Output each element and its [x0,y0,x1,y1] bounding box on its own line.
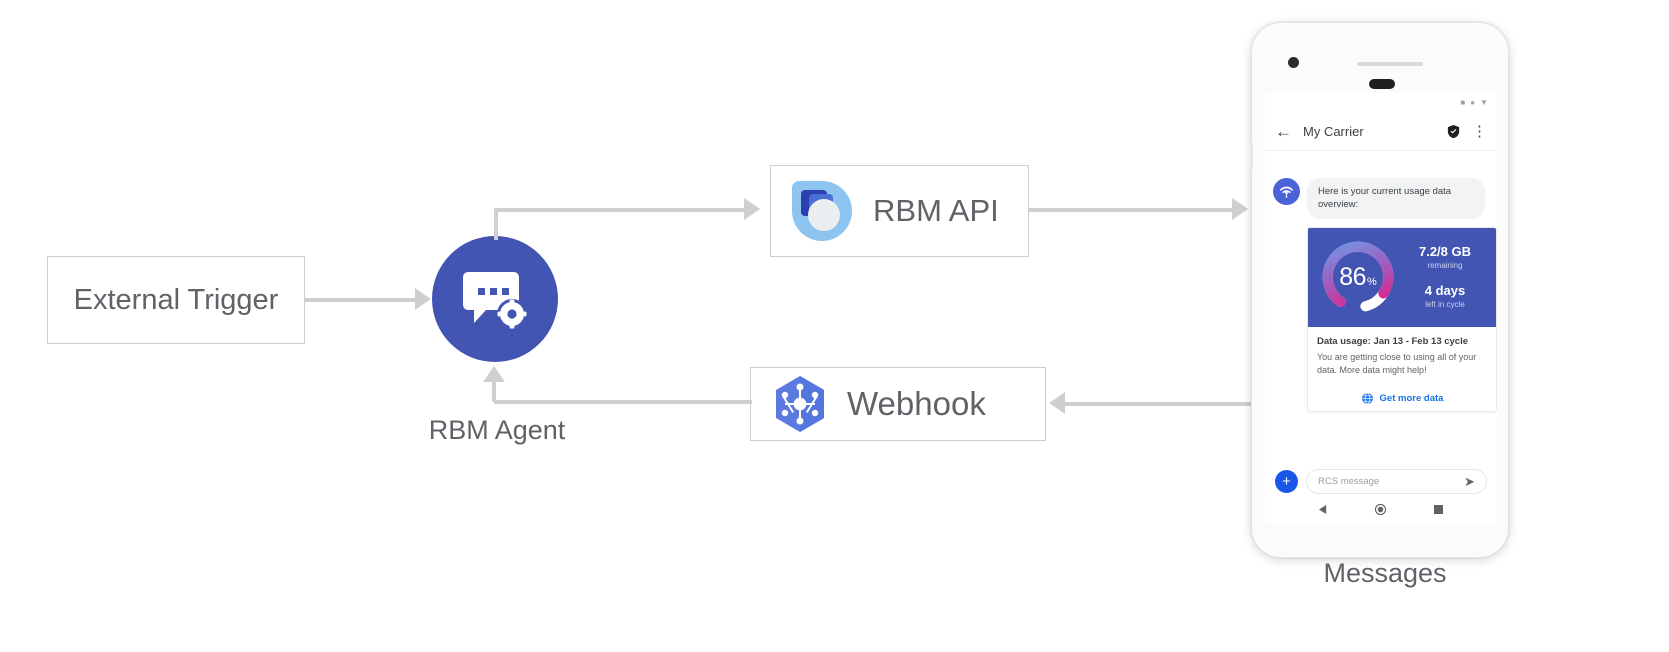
connector-webhook-to-agent [494,400,752,404]
phone-speaker-grill [1357,62,1423,66]
nav-home-circle-icon[interactable] [1375,503,1387,515]
square-icon: ■ [1460,98,1466,107]
arrowhead-api-to-messages [1232,198,1248,220]
messages-caption: Messages [1323,558,1447,588]
rich-card-description: You are getting close to using all of yo… [1317,352,1477,376]
stat-days-caption: left in cycle [1425,299,1465,309]
connector-trigger-to-agent [305,298,417,302]
nav-back-triangle-icon[interactable] [1318,504,1328,514]
status-bar: ■ ● ▼ [1265,93,1497,113]
connector-agent-to-api [494,208,744,212]
gauge-percent-value: 86 [1339,262,1367,291]
send-icon[interactable]: ➤ [1464,473,1475,489]
rbm-agent-caption: RBM Agent [428,415,566,445]
arrowhead-webhook-to-agent [483,366,505,382]
message-composer: + RCS message ➤ [1265,467,1497,495]
gauge-percent: 86 % [1316,235,1400,319]
stat-days-value: 4 days [1424,282,1466,298]
kebab-menu-icon[interactable]: ⋮ [1472,123,1487,140]
rich-card-body: Data usage: Jan 13 - Feb 13 cycle You ar… [1308,327,1496,411]
android-nav-bar [1265,495,1497,523]
gauge-percent-symbol: % [1367,275,1377,288]
nav-recents-square-icon[interactable] [1434,504,1444,514]
usage-gauge: 86 % [1316,235,1400,319]
stat-data-value: 7.2/8 GB [1418,244,1472,260]
webhook-hexagon-icon [776,376,824,432]
message-bubble: Here is your current usage data overview… [1307,178,1485,219]
external-trigger-label: External Trigger [73,283,279,316]
app-bar-title: My Carrier [1303,124,1364,139]
app-bar: ← My Carrier ⋮ [1265,113,1497,151]
rbm-api-icon [792,181,852,241]
get-more-data-button[interactable]: Get more data [1317,385,1487,405]
webhook-label: Webhook [847,385,986,422]
shield-check-icon [1447,124,1460,139]
carrier-signal-icon [1273,178,1300,205]
node-rbm-api[interactable]: RBM API [770,165,1029,257]
stat-data-caption: remaining [1427,260,1463,270]
rich-card[interactable]: 86 % 7.2/8 GB remaining 4 days lef [1307,226,1497,412]
phone-camera-icon [1288,57,1299,68]
dot-icon: ● [1470,98,1476,107]
triangle-down-icon: ▼ [1480,98,1488,107]
arrowhead-trigger-to-agent [415,288,431,310]
arrowhead-messages-to-webhook [1049,392,1065,414]
stat-days-left: 4 days left in cycle [1400,283,1490,311]
arrowhead-agent-to-api [744,198,760,220]
node-rbm-agent[interactable] [432,236,558,362]
chat-gear-icon [463,272,527,329]
stat-data-remaining: 7.2/8 GB remaining [1400,244,1490,272]
message-row: Here is your current usage data overview… [1273,178,1489,219]
globe-icon [1361,392,1373,405]
gauge-ring [1322,242,1394,313]
plus-icon[interactable]: + [1275,469,1298,493]
connector-agent-up [494,208,498,240]
rbm-api-label: RBM API [873,193,999,228]
rcs-message-input[interactable]: RCS message ➤ [1306,468,1487,494]
node-external-trigger[interactable]: External Trigger [47,256,305,344]
connector-messages-to-webhook [1065,402,1252,406]
node-webhook[interactable]: Webhook [750,367,1046,441]
connector-api-to-messages [1029,208,1242,212]
phone-earpiece [1369,79,1395,89]
phone-screen: ■ ● ▼ ← My Carrier ⋮ [1265,93,1497,523]
rich-card-hero: 86 % 7.2/8 GB remaining 4 days lef [1308,227,1496,327]
usage-stats: 7.2/8 GB remaining 4 days left in cycle [1400,244,1496,310]
conversation-area: Here is your current usage data overview… [1265,152,1497,467]
get-more-data-label: Get more data [1379,392,1444,404]
phone-side-button[interactable] [1250,143,1253,169]
rich-card-title: Data usage: Jan 13 - Feb 13 cycle [1317,335,1469,347]
node-messages-phone: ■ ● ▼ ← My Carrier ⋮ [1250,22,1509,558]
rcs-message-placeholder: RCS message [1318,475,1380,487]
connector-agent-up-return [492,382,496,402]
back-arrow-icon[interactable]: ← [1275,122,1292,141]
